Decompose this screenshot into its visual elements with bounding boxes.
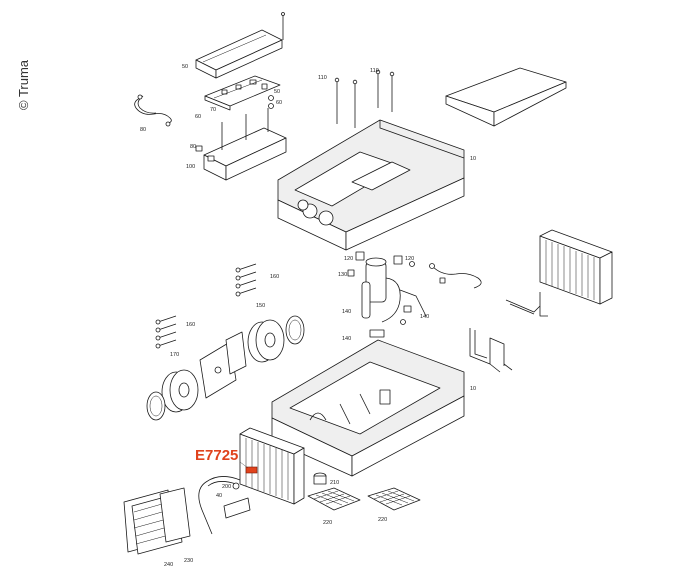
copyright-notice: © Truma xyxy=(16,59,31,110)
label-220a: 220 xyxy=(323,520,332,526)
highlighted-part-marker xyxy=(245,466,258,474)
refrigerant-pipes xyxy=(469,292,548,373)
label-210: 210 xyxy=(330,480,339,486)
label-80a: 80 xyxy=(140,127,146,133)
label-240: 240 xyxy=(164,562,173,568)
ribbed-grille xyxy=(159,487,191,543)
label-140b: 140 xyxy=(342,336,351,342)
label-10a: 10 xyxy=(470,156,476,162)
label-60b: 60 xyxy=(276,100,282,106)
label-170: 170 xyxy=(170,352,179,358)
label-110b: 110 xyxy=(370,68,379,74)
heat-exchanger-right xyxy=(539,229,613,305)
compressor-assembly xyxy=(347,251,427,338)
callout-leader xyxy=(239,461,249,469)
label-130: 130 xyxy=(338,272,347,278)
label-160a: 160 xyxy=(270,274,279,280)
label-40: 40 xyxy=(216,493,222,499)
label-220b: 220 xyxy=(378,517,387,523)
label-50a: 50 xyxy=(182,64,188,70)
condenser-coil xyxy=(239,427,305,505)
grille-panels xyxy=(307,472,421,511)
label-140c: 140 xyxy=(420,314,429,320)
label-80b: 80 xyxy=(190,144,196,150)
cover-plate xyxy=(445,67,567,127)
part-callout-code: E7725 xyxy=(195,447,238,464)
label-140a: 140 xyxy=(342,309,351,315)
label-200: 200 xyxy=(222,484,231,490)
label-160b: 160 xyxy=(186,322,195,328)
upper-housing xyxy=(277,119,465,251)
label-120a: 120 xyxy=(344,256,353,262)
label-110a: 110 xyxy=(318,75,327,81)
screws-110 xyxy=(334,69,395,128)
sensor-cable xyxy=(429,263,482,289)
label-10b: 10 xyxy=(470,386,476,392)
cable-harness xyxy=(134,94,172,127)
label-50b: 50 xyxy=(274,89,280,95)
motor-bracket xyxy=(199,331,247,399)
part-labels: 50 50 60 60 70 80 80 100 110 110 10 10 1… xyxy=(140,64,476,568)
control-board xyxy=(204,75,281,111)
lower-housing xyxy=(271,339,465,477)
drain-pipe xyxy=(198,476,251,535)
label-100: 100 xyxy=(186,164,195,170)
label-60a: 60 xyxy=(195,114,201,120)
fan-wheel-right xyxy=(247,315,305,363)
label-70: 70 xyxy=(210,107,216,113)
terminal-housing xyxy=(195,108,287,181)
label-120b: 120 xyxy=(405,256,414,262)
label-150: 150 xyxy=(256,303,265,309)
fan-wheel-left xyxy=(146,369,199,421)
mounting-clips xyxy=(155,263,257,349)
label-230: 230 xyxy=(184,558,193,564)
control-box-lid xyxy=(195,12,285,79)
